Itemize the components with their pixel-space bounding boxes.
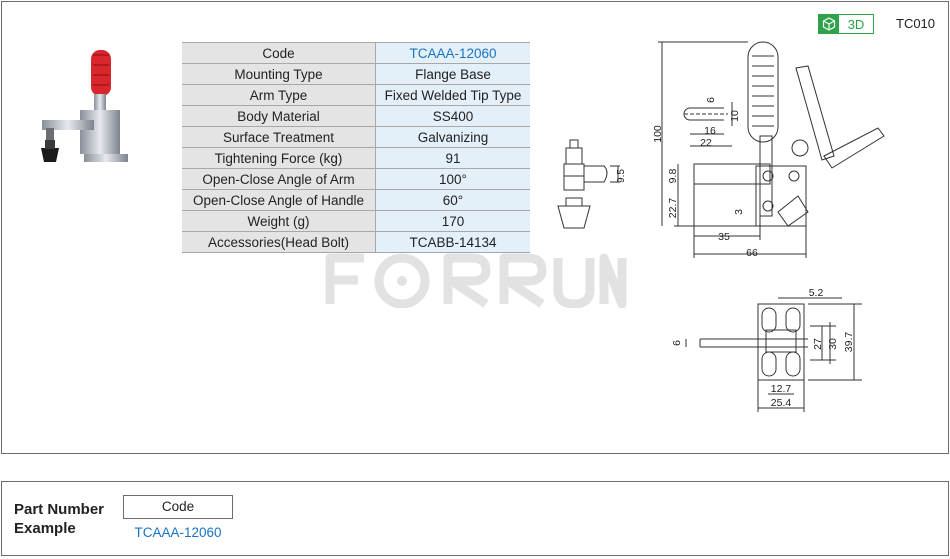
- dim-label: 27: [812, 338, 824, 350]
- title-line: Example: [14, 520, 76, 537]
- spec-label: Weight (g): [182, 210, 376, 232]
- spec-label: Tightening Force (kg): [182, 147, 376, 169]
- title-line: Part Number: [14, 501, 105, 518]
- spec-label: Arm Type: [182, 84, 376, 106]
- dim-label: 100: [652, 125, 664, 143]
- dim-label: 9.8: [667, 169, 679, 184]
- spec-label: Open-Close Angle of Arm: [182, 168, 376, 190]
- dim-label: 30: [827, 338, 839, 350]
- dim-label: 5.2: [809, 287, 824, 299]
- dim-label: 12.7: [771, 383, 792, 395]
- dim-label: 16: [704, 125, 716, 137]
- spec-label: Mounting Type: [182, 63, 376, 85]
- table-row: Tightening Force (kg)91: [182, 147, 530, 169]
- table-row: Accessories(Head Bolt)TCABB-14134: [182, 231, 530, 253]
- spec-value: TCABB-14134: [375, 231, 530, 253]
- dim-label: 6: [671, 340, 683, 346]
- spec-label: Open-Close Angle of Handle: [182, 189, 376, 211]
- example-code-value[interactable]: TCAAA-12060: [134, 525, 222, 540]
- view-3d-button[interactable]: 3D: [818, 14, 874, 34]
- spec-label: Code: [182, 42, 376, 64]
- spec-label: Body Material: [182, 105, 376, 127]
- model-code: TC010: [896, 16, 936, 31]
- code-header-box: Code: [123, 495, 233, 519]
- spec-label: Accessories(Head Bolt): [182, 231, 376, 253]
- dim-label: 22: [700, 137, 712, 149]
- product-photo: [41, 50, 128, 162]
- spec-label: Surface Treatment: [182, 126, 376, 148]
- spec-value: 170: [375, 210, 530, 232]
- table-row: Weight (g)170: [182, 210, 530, 232]
- spec-value: 60°: [375, 189, 530, 211]
- dim-label: 25.4: [771, 397, 792, 409]
- top-view-drawing: 6 5.2 27 30 39.7 12.7 25.4: [671, 287, 862, 412]
- dim-label: 35: [718, 231, 730, 243]
- dim-label: 39.7: [843, 332, 855, 353]
- brand-watermark-logo: [325, 253, 627, 308]
- dim-label: 66: [746, 247, 758, 259]
- spec-value: 91: [375, 147, 530, 169]
- dim-label: 9.5: [616, 169, 627, 183]
- badge-3d-label: 3D: [847, 16, 865, 32]
- cube-icon: [819, 15, 839, 33]
- dim-label: 3: [733, 209, 745, 215]
- dim-label: 10: [729, 110, 741, 122]
- part-number-example-title: Part Number Example: [14, 500, 104, 538]
- spec-value: Flange Base: [375, 63, 530, 85]
- spec-value: SS400: [375, 105, 530, 127]
- side-view-drawing: 100 9.8 22.7 3 35 66 6 10 16 22: [652, 41, 885, 259]
- dim-label: 6: [705, 97, 717, 103]
- spec-value: Galvanizing: [375, 126, 530, 148]
- spec-value: 100°: [375, 168, 530, 190]
- spec-value-code[interactable]: TCAAA-12060: [375, 42, 530, 64]
- dim-label: 22.7: [667, 198, 679, 219]
- head-bolt-drawing: 9.5: [557, 139, 627, 229]
- spec-value: Fixed Welded Tip Type: [375, 84, 530, 106]
